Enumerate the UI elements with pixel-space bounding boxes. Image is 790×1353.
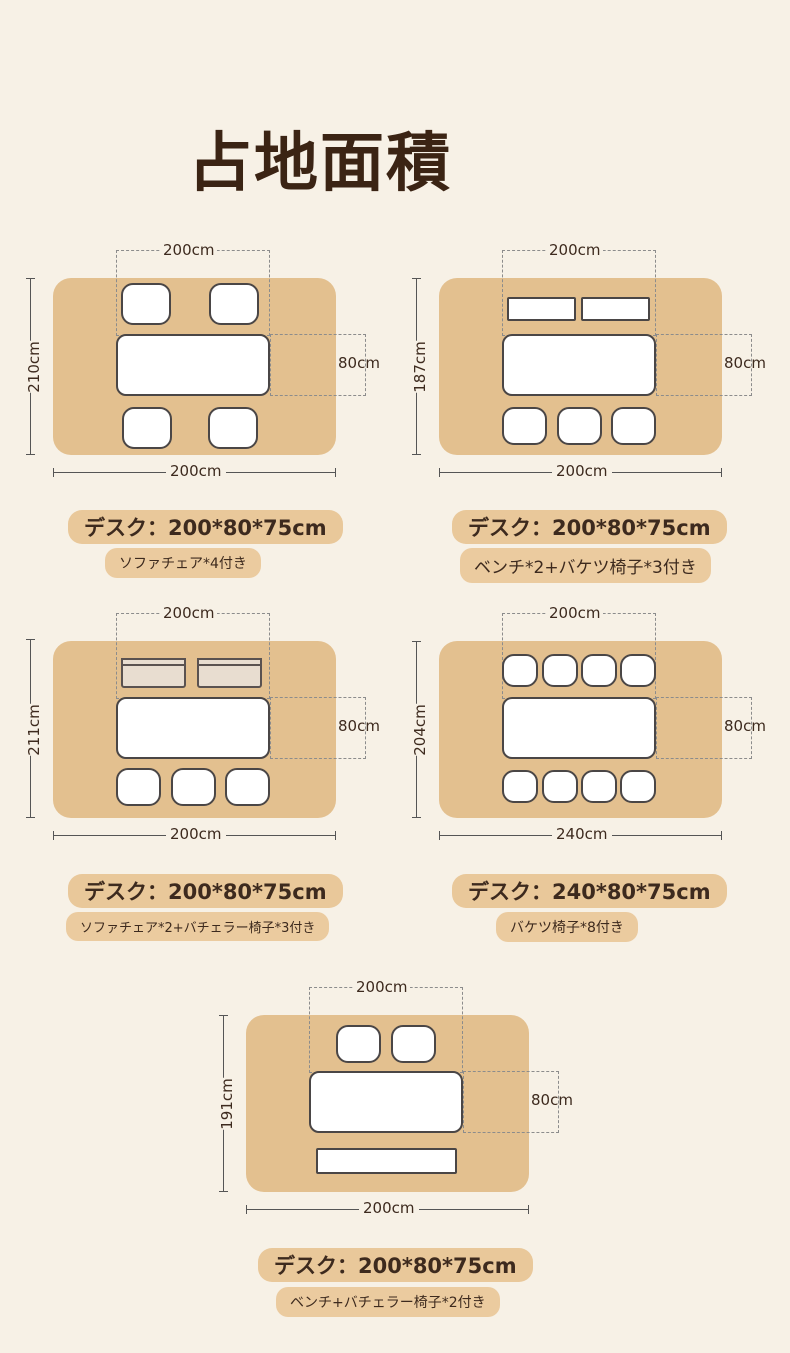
layout-panel-5: 200cm 80cm 191cm 200cm [209, 978, 573, 1217]
sofa-chair [208, 407, 258, 449]
bench [316, 1148, 457, 1174]
table-depth-guide [270, 334, 366, 396]
desk [116, 697, 270, 759]
bucket-chair [502, 770, 538, 803]
table-width-label: 200cm [354, 978, 410, 996]
table-depth-guide [656, 697, 752, 759]
desk [502, 697, 656, 759]
sofa-chair [197, 658, 262, 688]
bachelor-chair [336, 1025, 381, 1063]
width-label: 200cm [552, 462, 612, 480]
bucket-chair [502, 407, 547, 445]
desk-spec-label: デスク：240*80*75cm [452, 874, 727, 908]
table-depth-guide [270, 697, 366, 759]
sofa-chair [121, 283, 171, 325]
height-label: 210cm [24, 341, 43, 393]
table-depth-guide [463, 1071, 559, 1133]
bench [507, 297, 576, 321]
desk-spec-label: デスク：200*80*75cm [452, 510, 727, 544]
bucket-chair [620, 770, 656, 803]
bucket-chair [581, 654, 617, 687]
bucket-chair [542, 770, 578, 803]
width-label: 200cm [166, 462, 226, 480]
width-label: 240cm [552, 825, 612, 843]
bucket-chair [620, 654, 656, 687]
desk-spec-label: デスク：200*80*75cm [68, 510, 343, 544]
desk-spec-label: デスク：200*80*75cm [258, 1248, 533, 1282]
accessory-label: ソファチェア*4付き [105, 548, 261, 578]
height-label: 211cm [24, 704, 43, 756]
accessory-label: ベンチ+バチェラー椅子*2付き [276, 1287, 500, 1317]
table-depth-label: 80cm [724, 717, 766, 735]
table-width-label: 200cm [547, 241, 603, 259]
table-width-guide [309, 987, 463, 1073]
bucket-chair [542, 654, 578, 687]
layout-panel-2: 200cm 80cm 187cm 200cm [402, 241, 766, 480]
desk-spec-label: デスク：200*80*75cm [68, 874, 343, 908]
page-title: 占地面積 [188, 127, 452, 201]
layout-panel-4: 200cm 80cm 204cm 240cm [402, 604, 766, 843]
table-depth-label: 80cm [338, 717, 380, 735]
bucket-chair [581, 770, 617, 803]
sofa-chair [121, 658, 186, 688]
layout-panel-3: 200cm 80cm 211cm 200cm [16, 604, 380, 843]
bachelor-chair [391, 1025, 436, 1063]
table-depth-label: 80cm [724, 354, 766, 372]
accessory-label: ベンチ*2+バケツ椅子*3付き [460, 548, 711, 583]
table-width-label: 200cm [161, 241, 217, 259]
desk [502, 334, 656, 396]
height-label: 204cm [410, 704, 429, 756]
table-depth-label: 80cm [338, 354, 380, 372]
bucket-chair [557, 407, 602, 445]
bachelor-chair [171, 768, 216, 806]
table-width-guide [502, 250, 656, 336]
table-depth-guide [656, 334, 752, 396]
table-width-label: 200cm [161, 604, 217, 622]
accessory-label: バケツ椅子*8付き [496, 912, 638, 942]
accessory-label: ソファチェア*2+バチェラー椅子*3付き [66, 912, 330, 941]
height-label: 187cm [410, 341, 429, 393]
bucket-chair [502, 654, 538, 687]
bachelor-chair [116, 768, 161, 806]
width-label: 200cm [359, 1199, 419, 1217]
table-depth-label: 80cm [531, 1091, 573, 1109]
desk [309, 1071, 463, 1133]
layout-panel-1: 200cm 80cm 210cm 200cm [16, 241, 380, 480]
desk [116, 334, 270, 396]
bachelor-chair [225, 768, 270, 806]
width-label: 200cm [166, 825, 226, 843]
height-label: 191cm [217, 1078, 236, 1130]
table-width-label: 200cm [547, 604, 603, 622]
sofa-chair [209, 283, 259, 325]
bench [581, 297, 650, 321]
sofa-chair [122, 407, 172, 449]
bucket-chair [611, 407, 656, 445]
